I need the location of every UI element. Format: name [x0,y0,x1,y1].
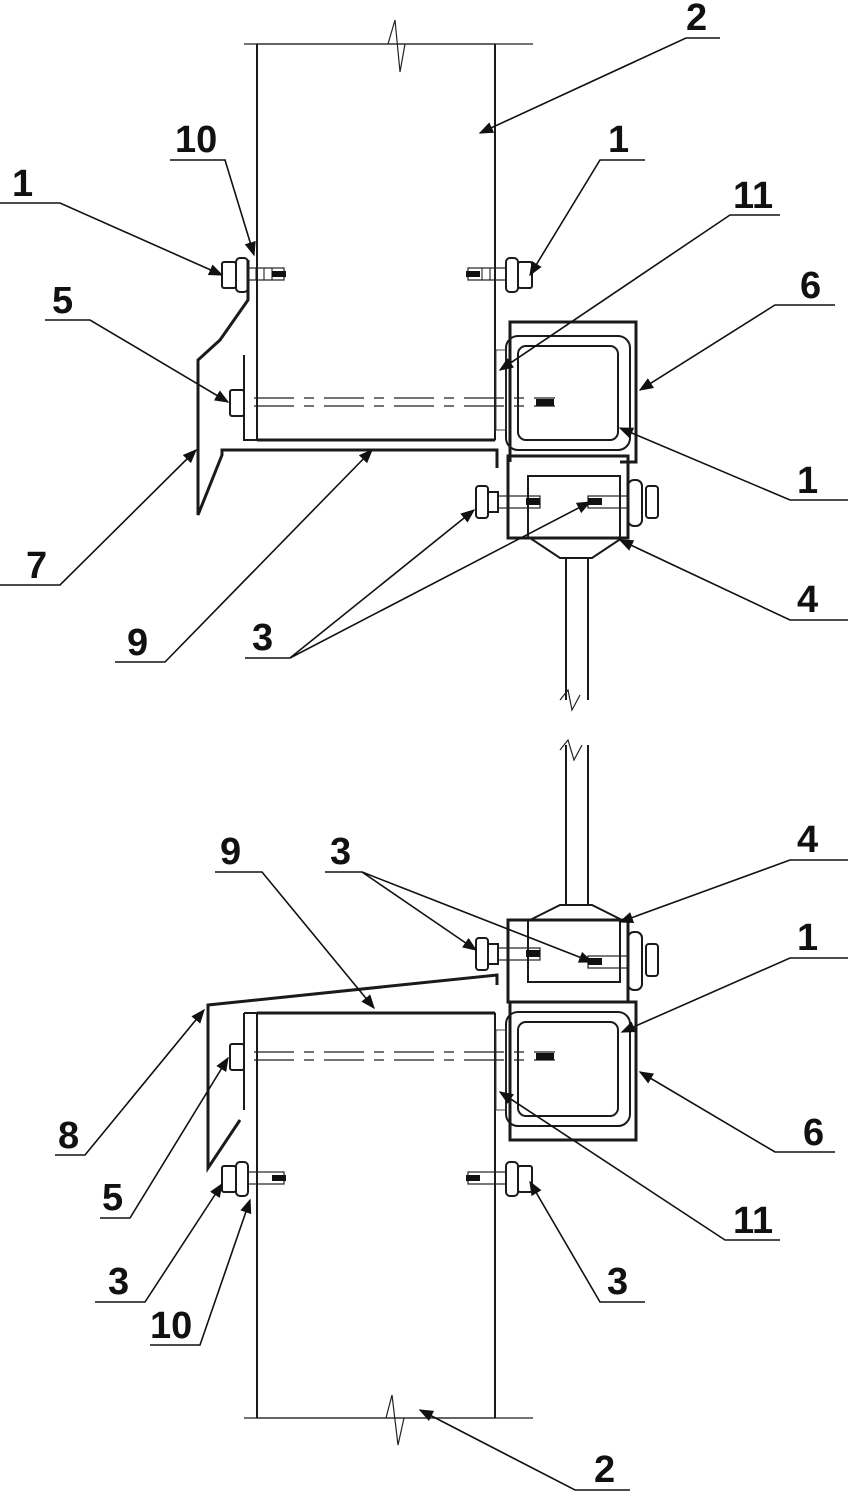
callout-top-9: 9 [127,622,148,664]
callout-bottom-3-left: 3 [108,1261,129,1303]
callout-bottom-6: 6 [803,1112,824,1154]
top-screw-upper-right [466,257,533,293]
callout-top-6: 6 [800,265,821,307]
callout-bottom-8: 8 [58,1115,79,1157]
top-sealant-strip [495,349,507,431]
top-screw-upper-left [221,257,286,293]
callout-top-4: 4 [797,579,818,621]
callout-top-5: 5 [52,280,73,322]
bottom-box-screw-left [475,937,541,971]
bottom-anchor-bolt [229,1043,555,1071]
bottom-wall-panel [244,1011,533,1446]
top-anchor-bolt [229,389,555,417]
callout-top-1-left: 1 [12,163,33,205]
top-assembly [196,19,659,712]
callout-top-3: 3 [252,617,273,659]
callout-top-11: 11 [733,175,773,217]
callout-bottom-5: 5 [102,1177,123,1219]
callout-top-10: 10 [175,119,217,161]
callout-bottom-1: 1 [797,917,818,959]
top-wall-panel [244,19,533,441]
top-box-screw-right [587,479,659,527]
top-left-bracket [196,260,499,516]
bottom-inner-flange [243,1012,257,1110]
callout-bottom-3-top: 3 [330,831,351,873]
callout-bottom-9: 9 [220,831,241,873]
callout-labels: 2 10 1 1 11 5 6 1 4 7 9 3 4 9 3 1 8 6 5 … [12,0,824,1491]
bottom-screw-lower-right [466,1161,533,1197]
callout-bottom-11: 11 [733,1200,773,1242]
bottom-assembly [206,738,659,1446]
callout-bottom-4: 4 [797,819,818,861]
callout-bottom-2: 2 [594,1449,615,1491]
callout-top-7: 7 [26,545,47,587]
bottom-glazing-box [506,738,630,1004]
bottom-screw-lower-left [221,1161,286,1197]
callout-top-1-tube: 1 [797,460,818,502]
leader-lines [0,37,848,1491]
callout-top-1-right: 1 [608,119,629,161]
callout-bottom-3-right: 3 [607,1261,628,1303]
bottom-top-profile [206,973,499,1173]
callout-bottom-10: 10 [150,1305,192,1347]
top-box-screw-left [475,485,541,519]
bottom-sealant-strip [495,1029,507,1111]
top-glazing-box [506,454,630,712]
callout-top-2: 2 [686,0,707,39]
